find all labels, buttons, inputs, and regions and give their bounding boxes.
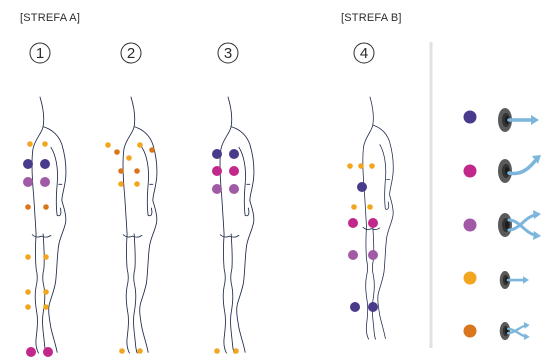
figure-number-1: 1 xyxy=(30,43,50,63)
svg-text:2: 2 xyxy=(127,45,135,62)
legend-item-magenta xyxy=(464,155,541,183)
nozzle-crossing-jets-icon xyxy=(498,210,541,240)
nozzle-curved-jet-icon xyxy=(498,155,541,183)
legend xyxy=(464,108,541,340)
body-figure-2 xyxy=(123,97,157,353)
nozzle-straight-jet-icon xyxy=(498,108,539,132)
figure-number-4: 4 xyxy=(354,43,374,63)
svg-text:4: 4 xyxy=(360,45,368,62)
body-figure-1 xyxy=(32,97,66,353)
figure-2-points xyxy=(105,142,155,354)
nozzle-small-jet-icon xyxy=(500,271,529,289)
legend-item-yellow xyxy=(464,271,530,289)
nozzle-split-jets-icon xyxy=(500,322,530,340)
legend-item-orange xyxy=(464,322,530,340)
legend-item-lilac xyxy=(464,210,541,240)
figure-number-2: 2 xyxy=(121,43,141,63)
body-figure-3 xyxy=(220,97,254,353)
figure-1-points xyxy=(23,141,53,357)
body-figure-4 xyxy=(363,97,393,339)
legend-item-navy xyxy=(464,108,540,132)
svg-text:3: 3 xyxy=(224,45,232,62)
figure-number-3: 3 xyxy=(218,43,238,63)
svg-text:1: 1 xyxy=(36,45,44,62)
